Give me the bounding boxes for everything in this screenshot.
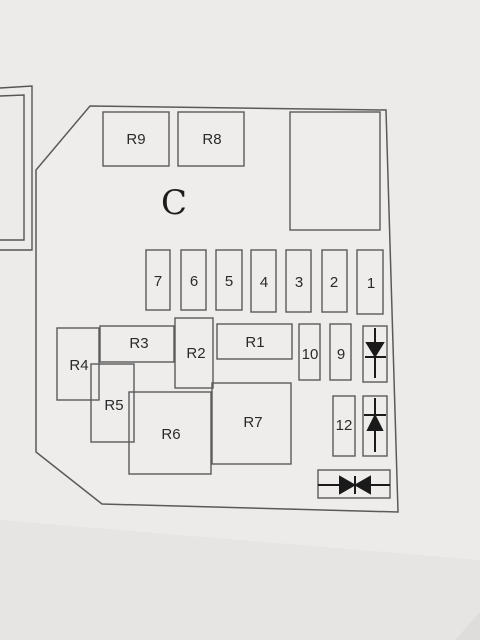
- fuse-12-label: 12: [336, 417, 353, 434]
- relay-r7-label: R7: [243, 414, 262, 431]
- fuse-2-label: 2: [330, 274, 338, 291]
- relay-r3-box: [99, 325, 175, 363]
- fuse-3-box: [285, 249, 312, 313]
- relay-r7-box: [211, 382, 292, 465]
- fuse-9-label: 9: [337, 346, 345, 363]
- relay-r1-box: [216, 323, 293, 360]
- relay-r4-label: R4: [69, 357, 88, 374]
- fuse-7-label: 7: [154, 273, 162, 290]
- adjacent-outline: [0, 85, 33, 251]
- diode-symbol-top: [365, 328, 386, 378]
- fuse-12-box: [332, 395, 356, 457]
- fuse-5-box: [215, 249, 243, 311]
- diode-symbol-bottom: [364, 398, 386, 452]
- fuse-4-label: 4: [260, 274, 268, 291]
- diode-slot-bottom-box: [362, 395, 388, 457]
- relay-r6-box: [128, 391, 212, 475]
- fuse-9-box: [329, 323, 352, 381]
- fuse-3-label: 3: [295, 274, 303, 291]
- fuse-4-box: [250, 249, 277, 313]
- relay-r8-box: [177, 111, 245, 167]
- relay-r3-label: R3: [129, 335, 148, 352]
- relay-r5-box: [90, 363, 135, 443]
- fuse-1-box: [356, 249, 384, 315]
- fuse-6-label: 6: [190, 273, 198, 290]
- relay-r2-label: R2: [186, 345, 205, 362]
- relay-r1-label: R1: [245, 334, 264, 351]
- fuse-6-box: [180, 249, 207, 311]
- section-letter: C: [161, 183, 187, 223]
- fuse-1-label: 1: [367, 275, 375, 292]
- relay-r2-box: [174, 317, 214, 389]
- relay-r6-label: R6: [161, 426, 180, 443]
- fuse-5-label: 5: [225, 273, 233, 290]
- relay-r8-label: R8: [202, 131, 221, 148]
- fuse-2-box: [321, 249, 348, 313]
- fuse-10-box: [298, 323, 321, 381]
- relay-r9-box: [102, 111, 170, 167]
- paper-shadow: [0, 520, 480, 640]
- large-component-block: [289, 111, 381, 231]
- relay-r5-label: R5: [104, 397, 123, 414]
- fuse-7-box: [145, 249, 171, 311]
- fuse-box-outline: [35, 105, 399, 513]
- relay-r9-label: R9: [126, 131, 145, 148]
- fuse-10-label: 10: [302, 346, 319, 363]
- diode-symbol-horizontal: [318, 475, 390, 495]
- diode-slot-top-box: [362, 325, 388, 383]
